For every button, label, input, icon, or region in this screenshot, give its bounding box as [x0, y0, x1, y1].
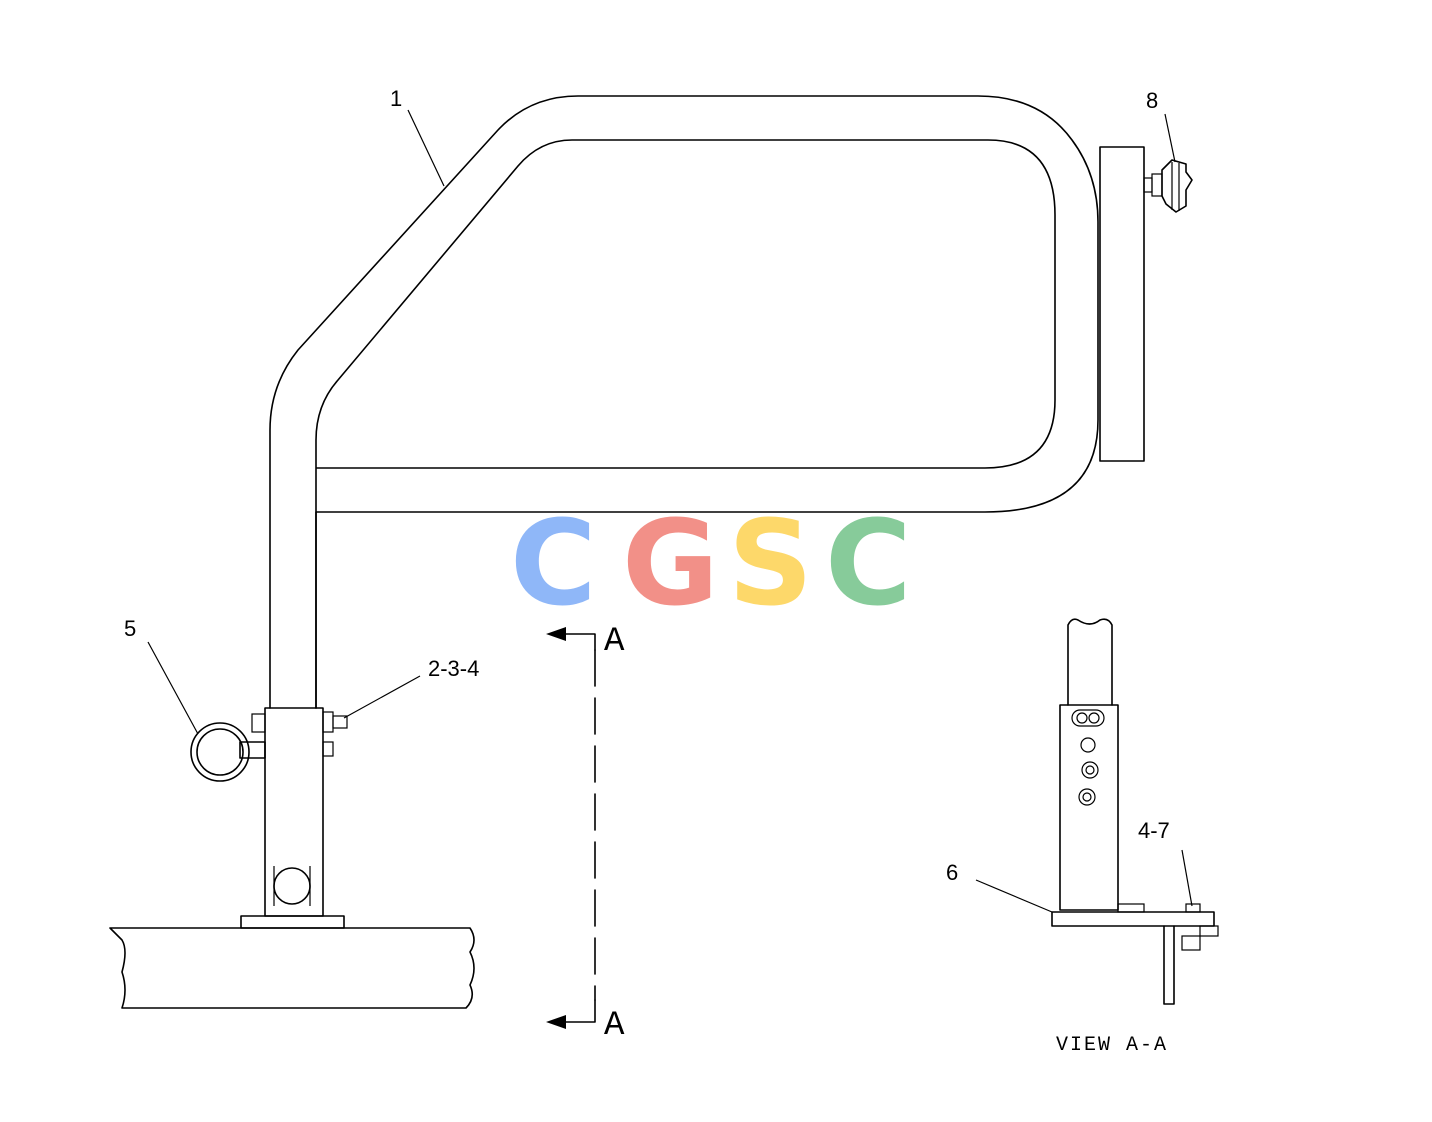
handrail-inner-contour: [315, 139, 1056, 709]
leader-lines: [147, 109, 1193, 913]
handrail-outer-contour: [269, 95, 1099, 709]
watermark-letter-3: S: [728, 494, 813, 632]
view-caption: VIEW A-A: [1056, 1034, 1168, 1057]
callout-2-3-4: 2-3-4: [428, 656, 479, 681]
bolt-assembly: [251, 711, 348, 757]
watermark-letter-2: G: [622, 494, 719, 632]
callout-5: 5: [124, 616, 136, 641]
watermark-letter-4: C: [825, 494, 912, 632]
view-a-a-detail: [1051, 618, 1219, 1005]
callout-6: 6: [946, 860, 958, 885]
handrail: [269, 95, 1099, 709]
callout-8: 8: [1146, 88, 1158, 113]
section-line: [546, 627, 596, 1029]
watermark: C G S C: [510, 494, 912, 632]
pull-pin-ring: [190, 722, 266, 782]
callout-1: 1: [390, 86, 402, 111]
section-letter-top: A: [604, 623, 625, 661]
mounting-plate: [1099, 146, 1145, 462]
post-socket: [109, 707, 475, 1009]
knob: [1143, 159, 1193, 213]
section-letter-bottom: A: [604, 1007, 625, 1045]
watermark-letter-1: C: [510, 494, 597, 632]
callout-4-7: 4-7: [1138, 818, 1170, 843]
